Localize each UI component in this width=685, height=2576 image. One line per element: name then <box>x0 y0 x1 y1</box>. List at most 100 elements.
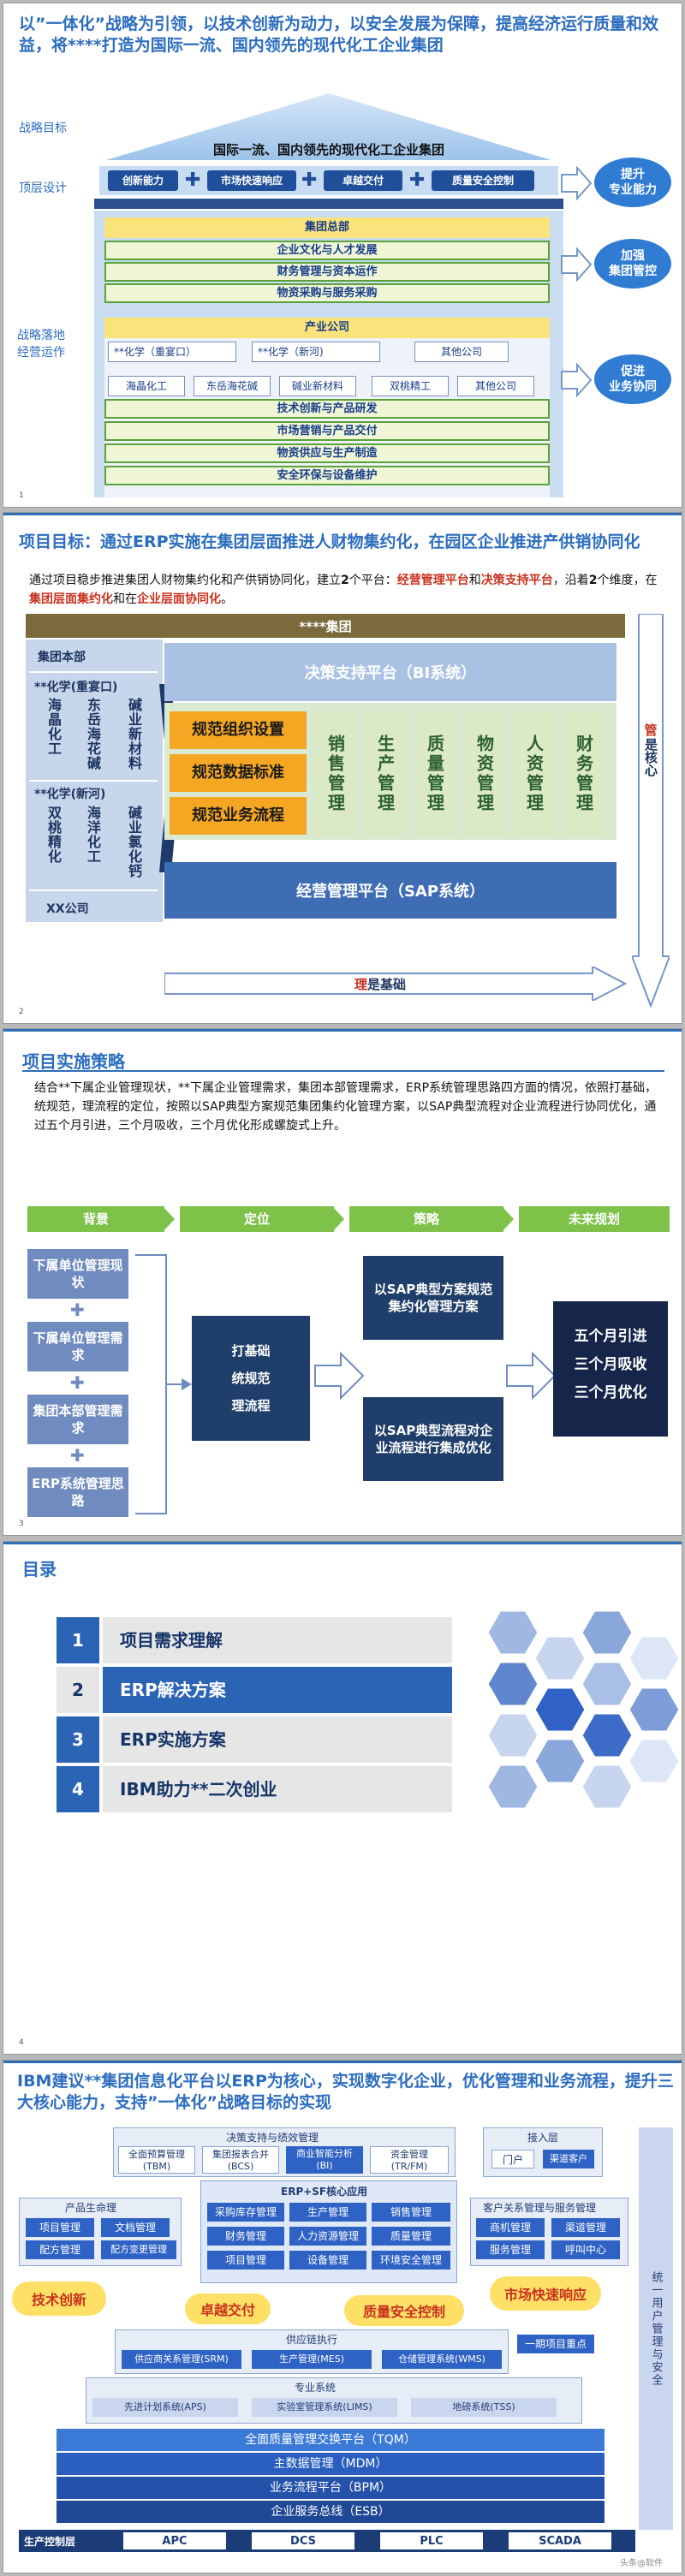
roof-shape <box>106 93 551 160</box>
sap-platform: 经营管理平台（SAP系统） <box>164 862 616 919</box>
erp-item: 质量管理 <box>372 2227 450 2246</box>
pro-item: 先进计划系统(APS) <box>92 2398 238 2417</box>
arrow-right-icon <box>561 166 593 200</box>
supply-item: 仓储管理系统(WMS) <box>382 2350 502 2369</box>
toc-item-active[interactable]: ERP解决方案 <box>103 1667 452 1713</box>
plm-item: 项目管理 <box>26 2218 94 2237</box>
orange-box: 规范数据标准 <box>170 754 307 792</box>
plus-icon: ✚ <box>70 1445 85 1466</box>
erp-item: 人力资源管理 <box>289 2227 366 2246</box>
control-item: APC <box>123 2532 226 2549</box>
toc-number: 2 <box>57 1667 99 1713</box>
header-background: 背景 <box>27 1206 164 1232</box>
crm-item: 呼叫中心 <box>551 2240 620 2259</box>
header-position: 定位 <box>180 1206 334 1232</box>
supply-item: 生产管理(MES) <box>252 2350 372 2369</box>
pillar-quality: 质量安全控制 <box>432 170 534 191</box>
pro-item: 地磅系统(TSS) <box>411 2398 557 2417</box>
decision-item-bi: 商业智能分析 (BI) <box>286 2146 363 2174</box>
band-mdm: 主数据管理（MDM） <box>57 2453 605 2475</box>
arrow-right-icon <box>506 1351 557 1401</box>
label-strategic-goal: 战略目标 <box>19 122 67 135</box>
crm-title: 客户关系管理与服务管理 <box>483 2202 597 2214</box>
control-item: PLC <box>380 2532 483 2549</box>
tag-synergy: 促进 业务协同 <box>594 354 671 404</box>
base-note: 理是基础 <box>354 977 407 992</box>
supply-title: 供应链执行 <box>286 2334 338 2346</box>
title-rule <box>22 1070 664 1072</box>
background-box: 下属单位管理现状 <box>27 1249 128 1299</box>
ops-row: 市场营销与产品交付 <box>104 421 550 441</box>
toc-item[interactable]: 项目需求理解 <box>103 1617 452 1663</box>
goal-text: 国际一流、国内领先的现代化工企业集团 <box>212 142 444 158</box>
company-label: **化学(重宴口) <box>34 681 118 694</box>
industry-header: 产业公司 <box>104 318 550 338</box>
crm-item: 服务管理 <box>476 2240 545 2259</box>
control-title: 生产控制层 <box>24 2536 76 2548</box>
plus-icon: ✚ <box>70 1372 85 1393</box>
erp-title: ERP+SF核心应用 <box>281 2186 368 2198</box>
supply-item: 供应商关系管理(SRM) <box>122 2350 241 2369</box>
slide-5: IBM建议**集团信息化平台以ERP为核心，实现数字化企业，优化管理和业务流程，… <box>3 2060 682 2573</box>
arrow-right-icon <box>561 247 593 282</box>
decision-item: 资金管理 (TR/FM) <box>370 2146 449 2174</box>
toc-number: 1 <box>57 1617 99 1663</box>
decision-item: 集团报表合并 (BCS) <box>202 2146 279 2174</box>
toc-number: 4 <box>57 1766 99 1812</box>
hq-row: 企业文化与人才发展 <box>104 241 550 260</box>
intro-text: 通过项目稳步推进集团人财物集约化和产供销协同化，建立2个平台：经营管理平台和决策… <box>29 574 658 606</box>
plm-item: 文档管理 <box>101 2218 170 2237</box>
tag-professional: 提升 专业能力 <box>594 158 671 207</box>
background-box: 下属单位管理需求 <box>27 1322 128 1371</box>
unit-vertical: 东岳海花碱 <box>85 698 101 770</box>
orange-box: 规范组织设置 <box>170 711 307 749</box>
tag-control: 加强 集团管控 <box>594 239 671 289</box>
group-header: ****集团 <box>26 614 625 638</box>
unit-box: 其他公司 <box>457 376 534 396</box>
module-hr: 人资管理 <box>514 711 555 836</box>
ops-row: 物资供应与生产制造 <box>104 443 550 463</box>
pillar-market: 市场快速响应 <box>207 170 296 191</box>
label-execution: 战略落地 经营运作 <box>17 329 65 360</box>
access-title: 接入层 <box>527 2132 559 2144</box>
unit-box: 双桃精工 <box>372 376 449 396</box>
unit-vertical: 碱业氯化钙 <box>126 806 142 878</box>
hq-row: 物资采购与服务采购 <box>104 283 550 303</box>
company-box: **化学（新河) <box>252 342 380 362</box>
intro-text: 结合**下属企业管理现状，**下属企业管理需求，集团本部管理需求，ERP系统管理… <box>34 1081 658 1133</box>
slide-title: 目录 <box>22 1559 57 1580</box>
xx-company: XX公司 <box>46 902 89 916</box>
unit-box: 东岳海花碱 <box>194 376 271 396</box>
company-box: 其他公司 <box>414 342 509 362</box>
orange-box: 规范业务流程 <box>170 797 307 835</box>
strategy-box: 以SAP典型方案规范集约化管理方案 <box>363 1256 503 1340</box>
erp-item: 环境安全管理 <box>372 2251 450 2270</box>
cloud-quality: 质量安全控制 <box>344 2295 464 2326</box>
pro-title: 专业系统 <box>295 2382 337 2394</box>
position-box: 打基础 统规范 理流程 <box>192 1316 310 1441</box>
erp-item: 生产管理 <box>289 2203 366 2222</box>
erp-item: 设备管理 <box>289 2251 366 2270</box>
toc-item[interactable]: IBM助力**二次创业 <box>103 1766 452 1812</box>
divider <box>29 671 158 673</box>
ops-row: 技术创新与产品研发 <box>104 399 550 419</box>
bracket-icon <box>135 1254 192 1514</box>
arrow-right-icon <box>561 363 593 397</box>
strategy-box: 以SAP典型流程对企业流程进行集成优化 <box>363 1397 503 1481</box>
pro-item: 实验室管理系统(LIMS) <box>252 2398 397 2417</box>
decision-title: 决策支持与绩效管理 <box>226 2132 319 2144</box>
hq-label: 集团本部 <box>38 651 86 664</box>
unit-vertical: 碱业新材料 <box>126 698 142 770</box>
page-number: 3 <box>19 1520 24 1528</box>
plus-icon: ✚ <box>185 170 201 191</box>
arrow-right-icon <box>164 967 627 1001</box>
module-sales: 销售管理 <box>315 711 356 836</box>
hq-row: 财务管理与资本运作 <box>104 262 550 282</box>
crm-item: 商机管理 <box>476 2218 545 2237</box>
slide-title: 项目目标：通过ERP实施在集团层面推进人财物集约化，在园区企业推进产供销协同化 <box>19 532 640 551</box>
company-label: **化学(新河) <box>34 788 106 801</box>
module-materials: 物资管理 <box>464 711 505 836</box>
arrow-down-icon <box>632 614 670 1008</box>
control-item: SCADA <box>509 2532 611 2549</box>
toc-item[interactable]: ERP实施方案 <box>103 1716 452 1763</box>
